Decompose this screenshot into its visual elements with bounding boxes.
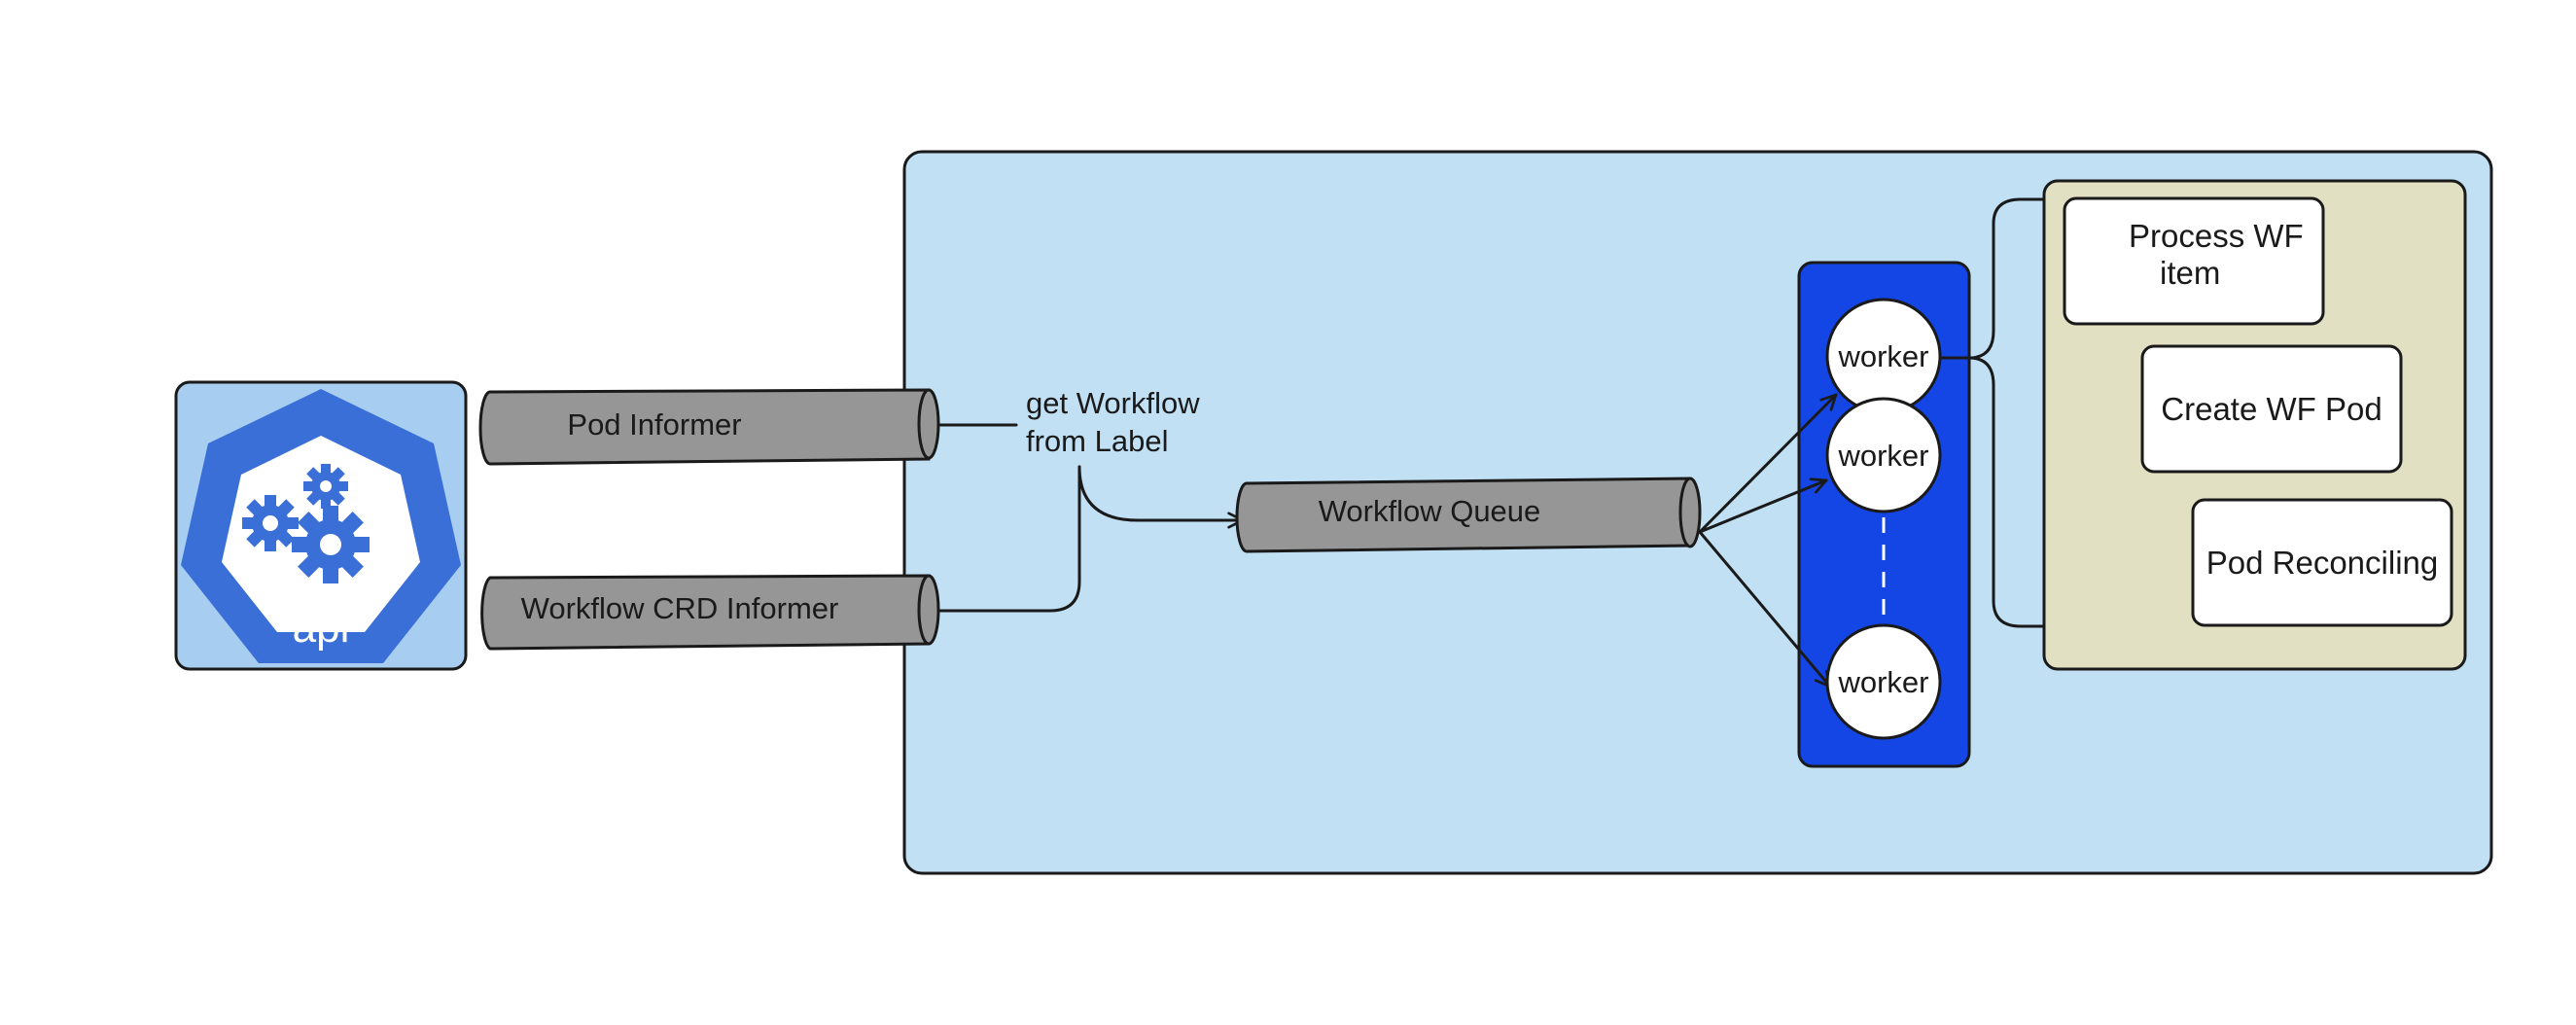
task-create-wf-pod: Create WF Pod: [2140, 344, 2403, 474]
worker-3: worker: [1825, 623, 1942, 740]
worker-3-label: worker: [1837, 665, 1928, 699]
workflow-crd-informer-label: Workflow CRD Informer: [521, 591, 839, 625]
get-workflow-label-line1: get Workflow: [1026, 386, 1200, 420]
pod-informer-label: Pod Informer: [567, 407, 741, 442]
worker-1-label: worker: [1837, 339, 1928, 373]
task-process-line1: Process WF: [2129, 218, 2304, 254]
worker-1: worker: [1825, 298, 1942, 414]
workflow-queue-label: Workflow Queue: [1319, 494, 1541, 528]
to-queue-arrow: [1077, 465, 1245, 529]
task-pod-reconciling: Pod Reconciling: [2191, 498, 2453, 627]
api-label: api: [293, 604, 350, 652]
task-process-wf-item: Process WF item: [2063, 196, 2325, 326]
get-workflow-label-line2: from Label: [1026, 424, 1168, 458]
pod-informer-cylinder: Pod Informer: [478, 388, 940, 466]
crd-informer-connector: [936, 465, 1081, 613]
kubernetes-api-icon: api: [174, 380, 468, 671]
task-create-label: Create WF Pod: [2161, 391, 2382, 427]
queue-to-worker-2-arrow: [1698, 477, 1828, 534]
worker-2: worker: [1825, 397, 1942, 513]
queue-to-worker-3-arrow: [1698, 530, 1832, 689]
workflow-queue-cylinder: Workflow Queue: [1235, 477, 1702, 553]
queue-to-worker-1-arrow: [1698, 393, 1838, 534]
worker-2-label: worker: [1837, 439, 1928, 473]
worker-task-bracket: [1938, 197, 2044, 628]
task-process-line2: item: [2160, 255, 2220, 291]
task-reconcile-label: Pod Reconciling: [2206, 545, 2438, 581]
workflow-crd-informer-cylinder: Workflow CRD Informer: [480, 574, 940, 651]
